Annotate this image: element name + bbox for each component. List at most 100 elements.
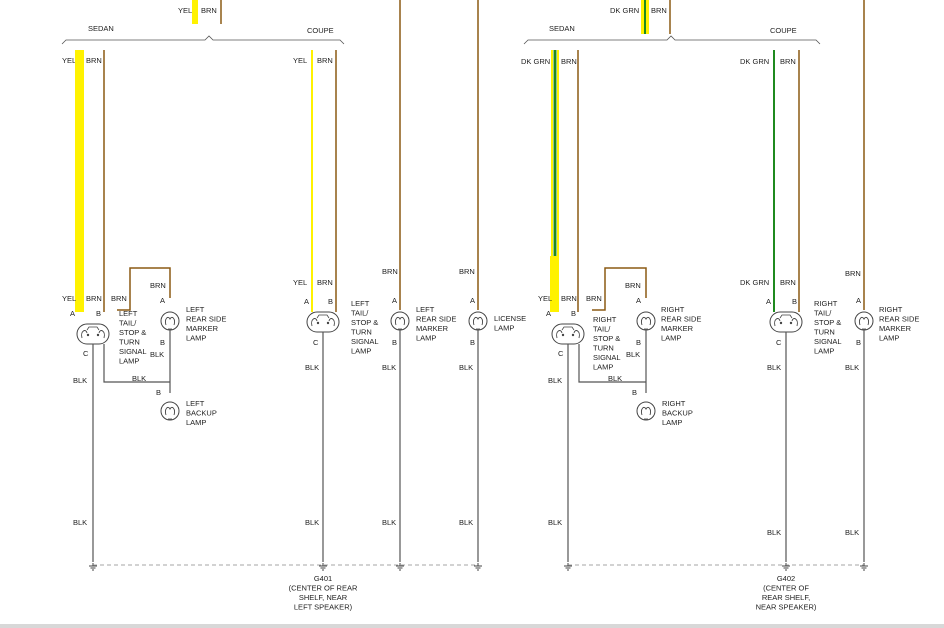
right-marker-lamp-coupe-icon — [854, 311, 874, 331]
pin-label: B — [571, 309, 576, 318]
label-line: RIGHT — [593, 315, 617, 324]
wire-label: BLK — [73, 518, 87, 527]
wire-label: BRN — [780, 278, 796, 287]
wire-label: BRN — [201, 6, 217, 15]
pin-label: A — [392, 296, 397, 305]
right-tail-lamp-coupe-icon — [769, 311, 803, 333]
pin-label: B — [636, 338, 641, 347]
wire-label: BRN — [561, 294, 577, 303]
left-variant-brace — [61, 35, 345, 45]
pin-label: A — [546, 309, 551, 318]
wire-label: DK GRN — [740, 278, 769, 287]
wire-label: BLK — [845, 528, 859, 537]
label-line: LAMP — [662, 418, 682, 427]
wire-label: BLK — [626, 350, 640, 359]
wire-blk-right-backup — [578, 344, 646, 383]
right-feed-dkgrn-stripe — [644, 0, 646, 34]
left-tail-lamp-icon — [76, 323, 110, 345]
left-marker-lamp-coupe-icon — [390, 311, 410, 331]
ground-icon — [473, 562, 483, 571]
label-line: SHELF, NEAR — [299, 593, 348, 602]
wire-label: BLK — [608, 374, 622, 383]
license-lamp-icon — [468, 311, 488, 331]
label-line: LAMP — [416, 334, 436, 343]
label-line: REAR SIDE — [186, 315, 226, 324]
pin-label: A — [160, 296, 165, 305]
pin-label: B — [856, 338, 861, 347]
label-line: (CENTER OF — [763, 584, 809, 593]
label-line: LAMP — [814, 347, 834, 356]
label-line: LAMP — [494, 324, 514, 333]
label-line: SIGNAL — [593, 353, 621, 362]
label-line: SIGNAL — [351, 337, 379, 346]
bottom-border — [0, 624, 944, 628]
wire-label: BLK — [132, 374, 146, 383]
variant-label-sedan: SEDAN — [88, 24, 114, 33]
label-line: TAIL/ — [351, 309, 369, 318]
pin-label: B — [328, 297, 333, 306]
wire-label: BLK — [845, 363, 859, 372]
label-line: BACKUP — [662, 409, 693, 418]
variant-label-coupe: COUPE — [307, 26, 334, 35]
label-line: LEFT — [416, 305, 435, 314]
label-line: RIGHT — [662, 399, 686, 408]
pin-label: C — [83, 349, 89, 358]
wire-label: BLK — [767, 363, 781, 372]
label-line: (CENTER OF REAR — [289, 584, 358, 593]
wire-label: BRN — [317, 56, 333, 65]
label-line: TAIL/ — [593, 325, 611, 334]
label-line: TURN — [814, 328, 835, 337]
wire-label: BLK — [548, 518, 562, 527]
label-line: TURN — [119, 338, 140, 347]
pin-label: A — [470, 296, 475, 305]
ground-icon — [563, 562, 573, 571]
label-line: LAMP — [661, 334, 681, 343]
label-line: LAMP — [879, 334, 899, 343]
wire-label: BRN — [780, 57, 796, 66]
label-line: MARKER — [879, 324, 912, 333]
label-line: LAMP — [186, 334, 206, 343]
ground-icon — [781, 562, 791, 571]
label-line: LAMP — [119, 357, 139, 366]
pin-label: B — [96, 309, 101, 318]
wire-brn-left-marker — [117, 267, 171, 311]
label-line: TURN — [593, 344, 614, 353]
label-line: MARKER — [661, 324, 694, 333]
variant-label-sedan: SEDAN — [549, 24, 575, 33]
pin-label: B — [792, 297, 797, 306]
right-backup-lamp-icon — [636, 401, 656, 421]
wire-label: BRN — [625, 281, 641, 290]
wire-label: DK GRN — [740, 57, 769, 66]
label-line: NEAR SPEAKER) — [756, 603, 817, 612]
wire-label: BRN — [150, 281, 166, 290]
right-marker-lamp-icon — [636, 311, 656, 331]
wire-label: YEL — [293, 56, 307, 65]
wire-yel-sedan-right — [550, 256, 559, 312]
wire-label: BLK — [382, 518, 396, 527]
left-feed-yel-stub — [192, 0, 198, 24]
wire-label: BLK — [73, 376, 87, 385]
wire-blk-left-backup — [103, 344, 170, 383]
label-line: G402 — [777, 574, 795, 583]
wire-label: BLK — [305, 363, 319, 372]
label-line: RIGHT — [879, 305, 903, 314]
wire-label: YEL — [62, 56, 76, 65]
wire-label: BRN — [651, 6, 667, 15]
wire-label: BLK — [382, 363, 396, 372]
